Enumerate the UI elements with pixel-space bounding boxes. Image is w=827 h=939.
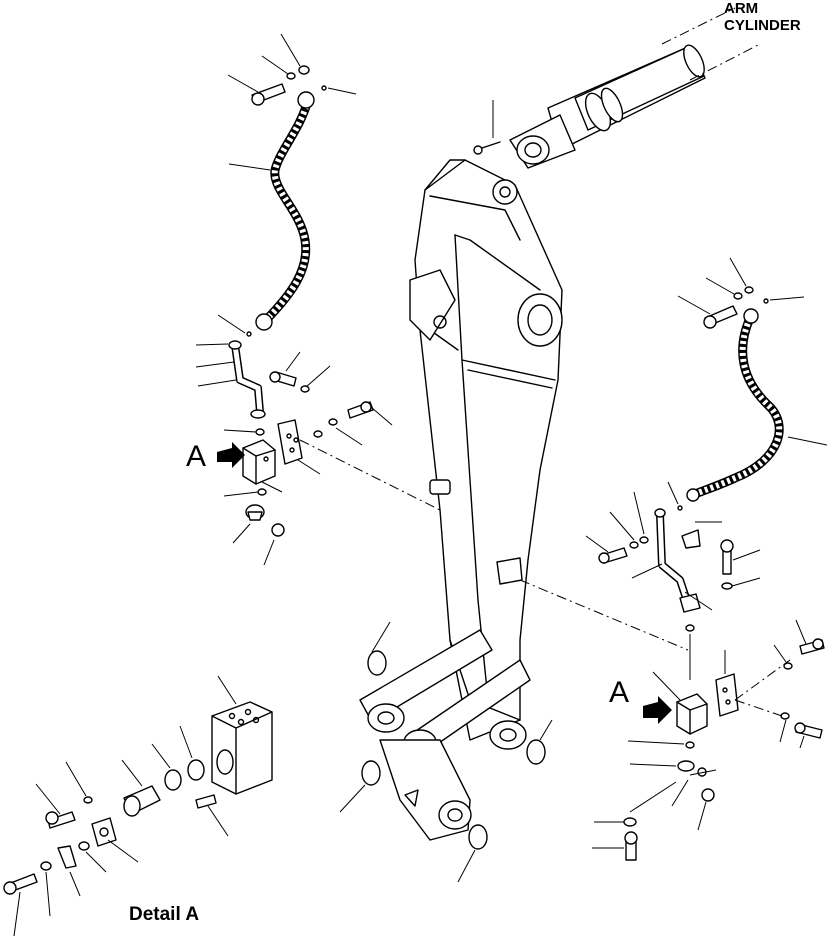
detail-a-title: Detail A: [129, 904, 200, 925]
callout-a-left: A: [186, 440, 207, 473]
left-hose-assembly: [195, 33, 441, 566]
arm-cylinder: [473, 7, 761, 169]
right-hose-assembly: [519, 257, 827, 861]
arm-cylinder-label-line2: CYLINDER: [724, 17, 801, 34]
callout-a-right: A: [609, 676, 630, 709]
arm-cylinder-label-line1: ARM: [724, 0, 759, 17]
bucket-linkage: [339, 621, 553, 883]
arm-cylinder-label: ARM CYLINDER: [724, 0, 801, 34]
detail-a: [3, 675, 273, 937]
arm-body: [409, 159, 563, 750]
